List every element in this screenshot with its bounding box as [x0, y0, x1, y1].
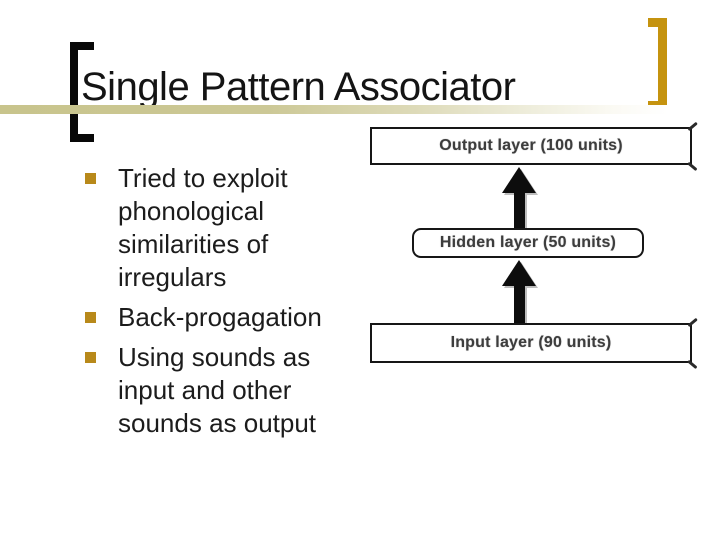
arrow-head [502, 167, 536, 193]
bullet-square-icon [85, 173, 96, 184]
bullet-list: Tried to exploit phonological similariti… [85, 162, 347, 447]
title-underline-decoration [0, 105, 668, 114]
bullet-text: Tried to exploit phonological similariti… [118, 163, 288, 292]
diagram-output-layer-box: Output layer (100 units) [370, 121, 698, 171]
diagram-hidden-layer-box: Hidden layer (50 units) [412, 228, 644, 258]
up-arrow-icon [502, 260, 536, 323]
page-curl-decoration [687, 359, 698, 369]
slide-title: Single Pattern Associator [81, 65, 516, 109]
arrow-shaft [513, 286, 525, 323]
page-curl-decoration [687, 161, 698, 171]
input-layer-label: Input layer (90 units) [450, 334, 612, 351]
page-curl-decoration [687, 121, 698, 131]
bullet-square-icon [85, 352, 96, 363]
bullet-text: Back-progagation [118, 302, 322, 332]
bullet-text: Using sounds as input and other sounds a… [118, 342, 317, 438]
list-item: Using sounds as input and other sounds a… [85, 341, 347, 440]
up-arrow-icon [502, 167, 536, 228]
bullet-square-icon [85, 312, 96, 323]
list-item: Tried to exploit phonological similariti… [85, 162, 347, 294]
hidden-layer-label: Hidden layer (50 units) [439, 234, 617, 251]
output-layer-label: Output layer (100 units) [439, 137, 623, 154]
right-bracket-decoration [648, 18, 667, 110]
list-item: Back-progagation [85, 301, 347, 334]
left-bracket-decoration [70, 42, 94, 142]
arrow-shaft [513, 193, 525, 228]
arrow-head [502, 260, 536, 286]
diagram-input-layer-box: Input layer (90 units) [370, 317, 698, 369]
page-curl-decoration [687, 317, 698, 327]
